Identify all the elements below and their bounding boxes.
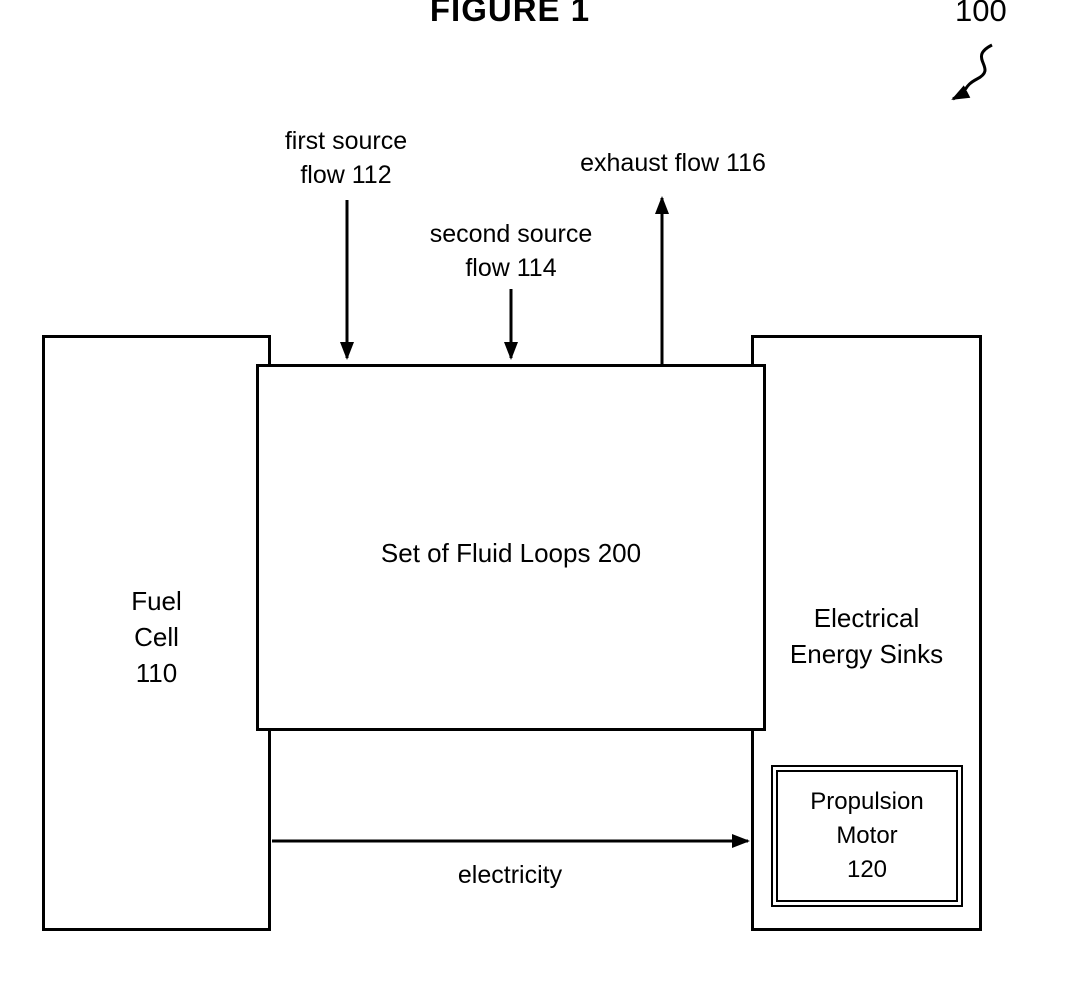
first-source-label-line2: flow 112 [300,161,392,189]
second-source-flow-label: second source flow 114 [401,217,621,285]
fuel-cell-label: Fuel Cell 110 [45,583,268,691]
first-source-label-line1: first source [284,127,408,155]
reference-squiggle-arrow [951,43,993,101]
fuel-cell-label-line1: Fuel [131,586,182,616]
figure-reference-numeral: 100 [955,0,1007,28]
electrical-energy-sinks-label: Electrical Energy Sinks [754,600,979,672]
sinks-label-line1: Electrical [813,603,920,633]
electricity-label: electricity [457,861,563,889]
fluid-loops-label: Set of Fluid Loops 200 [380,538,642,568]
fuel-cell-label-line2: Cell [134,622,179,652]
fluid-loops-box: Set of Fluid Loops 200 [256,364,766,731]
sinks-label-line2: Energy Sinks [789,639,944,669]
exhaust-flow-label: exhaust flow 116 [580,149,766,177]
second-source-label-line1: second source [429,220,593,248]
fuel-cell-box: Fuel Cell 110 [42,335,271,931]
propulsion-motor-label: Propulsion Motor 120 [810,785,923,887]
second-source-label-line2: flow 114 [465,254,557,282]
fuel-cell-label-line3: 110 [135,658,178,688]
propulsion-label-line3: 120 [846,856,888,883]
propulsion-label-line2: Motor [836,822,898,849]
propulsion-motor-box: Propulsion Motor 120 [771,765,963,907]
first-source-flow-label: first source flow 112 [246,124,446,192]
propulsion-label-line1: Propulsion [810,788,924,815]
figure-title: FIGURE 1 [429,0,591,28]
